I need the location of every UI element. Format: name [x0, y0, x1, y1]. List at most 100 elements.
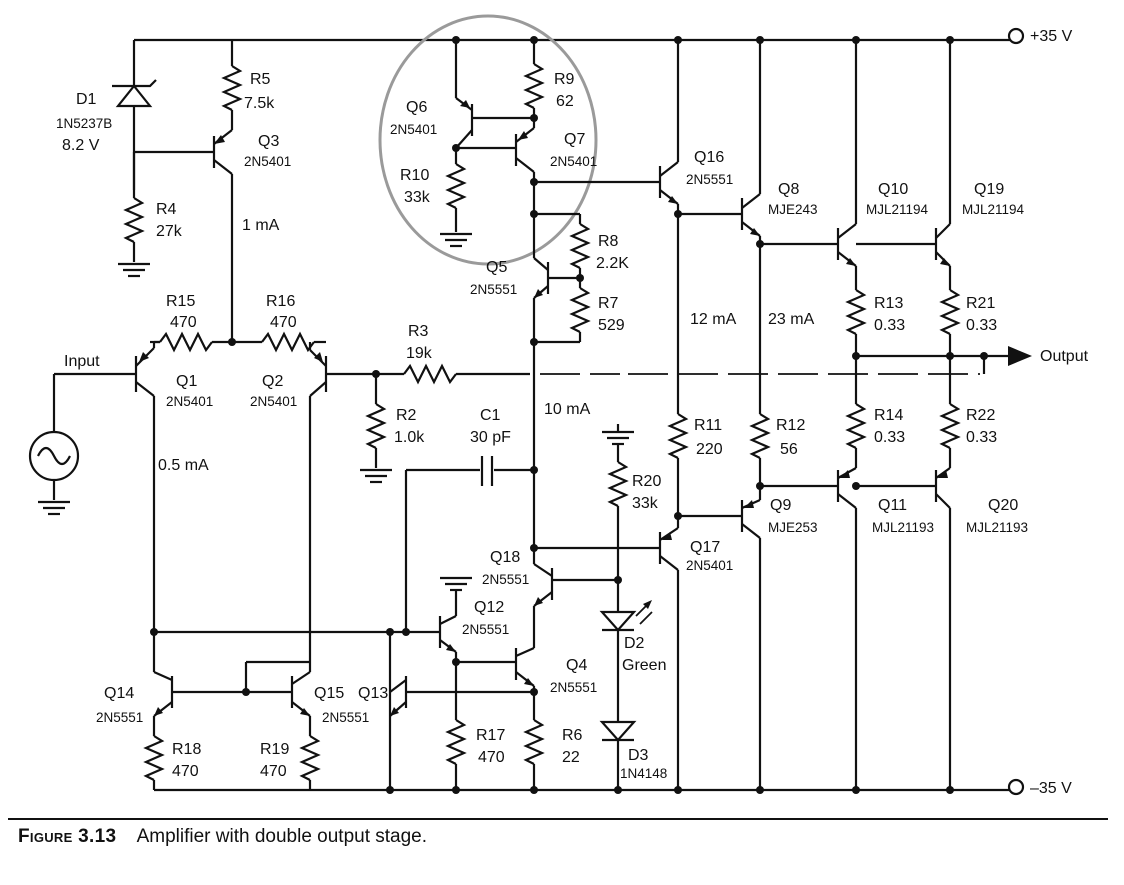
- q15-part: 2N5551: [322, 710, 369, 725]
- q14-part: 2N5551: [96, 710, 143, 725]
- q1-part: 2N5401: [166, 394, 213, 409]
- r22-ref: R22: [966, 407, 995, 424]
- ground-r4: [118, 262, 150, 278]
- resistor-r16: [261, 331, 326, 353]
- q7-part: 2N5401: [550, 154, 597, 169]
- figure-caption: Figure 3.13 Amplifier with double output…: [18, 826, 427, 848]
- r5-ref: R5: [250, 71, 271, 88]
- q16-current: 12 mA: [690, 311, 737, 328]
- q9-ref: Q9: [770, 497, 791, 514]
- q12-ref: Q12: [474, 599, 504, 616]
- q18-part: 2N5551: [482, 572, 529, 587]
- r11-value: 220: [696, 441, 723, 458]
- driver-lower: [530, 480, 764, 794]
- driver-upper: [658, 36, 838, 498]
- r18-ref: R18: [172, 741, 201, 758]
- r8-value: 2.2K: [596, 255, 629, 272]
- r19-value: 470: [260, 763, 287, 780]
- resistor-r4: [123, 152, 145, 262]
- capacitor-c1: [404, 456, 538, 632]
- q6-part: 2N5401: [390, 122, 437, 137]
- q5-ref: Q5: [486, 259, 507, 276]
- q2-ref: Q2: [262, 373, 283, 390]
- q14-ref: Q14: [104, 685, 134, 702]
- r20-value: 33k: [632, 495, 659, 512]
- q2-part: 2N5401: [250, 394, 297, 409]
- caption-rule: [8, 818, 1108, 820]
- r7-value: 529: [598, 317, 625, 334]
- output-label: Output: [1040, 348, 1089, 365]
- r12-value: 56: [780, 441, 798, 458]
- r18-value: 470: [172, 763, 199, 780]
- r2-ref: R2: [396, 407, 417, 424]
- r4-value: 27k: [156, 223, 183, 240]
- negative-rail: [154, 778, 1025, 796]
- r15-ref: R15: [166, 293, 195, 310]
- d3-ref: D3: [628, 747, 649, 764]
- q11-part: MJL21193: [872, 520, 934, 535]
- c1-ref: C1: [480, 407, 501, 424]
- q19-part: MJL21194: [962, 202, 1025, 217]
- d1-ref: D1: [76, 91, 97, 108]
- q16-part: 2N5551: [686, 172, 733, 187]
- r11-ref: R11: [694, 417, 722, 434]
- resistor-r2: [360, 374, 392, 484]
- output-lower: [760, 390, 961, 794]
- q10-part: MJL21194: [866, 202, 929, 217]
- q4-part: 2N5551: [550, 680, 597, 695]
- q3-current: 1 mA: [242, 217, 280, 234]
- current-mirror: [143, 628, 534, 794]
- figure-number: Figure 3.13: [18, 826, 117, 847]
- amplifier-schematic: +35 V –35 V D1 1N5237B 8.2 V R4 27k R5 7…: [28, 14, 1089, 797]
- output-node: [852, 346, 1032, 366]
- q16-ref: Q16: [694, 149, 724, 166]
- r16-ref: R16: [266, 293, 295, 310]
- positive-rail-label: +35 V: [1030, 28, 1073, 45]
- d1-part: 1N5237B: [56, 116, 112, 131]
- r14-value: 0.33: [874, 429, 905, 446]
- q20-part: MJL21193: [966, 520, 1028, 535]
- q6-ref: Q6: [406, 99, 427, 116]
- r4-ref: R4: [156, 201, 177, 218]
- d2-ref: D2: [624, 635, 645, 652]
- resistor-r15: [150, 331, 262, 353]
- q7-ref: Q7: [564, 131, 585, 148]
- input-label: Input: [64, 353, 100, 370]
- r14-ref: R14: [874, 407, 903, 424]
- led-bias: [552, 424, 653, 794]
- resistor-r3: [376, 356, 986, 385]
- negative-rail-label: –35 V: [1030, 780, 1072, 797]
- r21-ref: R21: [966, 295, 995, 312]
- q18-ref: Q18: [490, 549, 520, 566]
- q9-part: MJE253: [768, 520, 818, 535]
- positive-rail: [134, 27, 1025, 45]
- r6-value: 22: [562, 749, 580, 766]
- r15-value: 470: [170, 314, 197, 331]
- r17-ref: R17: [476, 727, 505, 744]
- q19-ref: Q19: [974, 181, 1004, 198]
- q8-current: 23 mA: [768, 311, 815, 328]
- r2-value: 1.0k: [394, 429, 425, 446]
- r10-ref: R10: [400, 167, 429, 184]
- highlight-circle: [378, 14, 598, 266]
- q17-ref: Q17: [690, 539, 720, 556]
- r17-value: 470: [478, 749, 505, 766]
- r20-ref: R20: [632, 473, 661, 490]
- r3-ref: R3: [408, 323, 429, 340]
- bias-spreader: [530, 178, 660, 548]
- r8-ref: R8: [598, 233, 619, 250]
- r19-ref: R19: [260, 741, 289, 758]
- q12-part: 2N5551: [462, 622, 509, 637]
- vas-current: 10 mA: [544, 401, 591, 418]
- r13-value: 0.33: [874, 317, 905, 334]
- q8-ref: Q8: [778, 181, 799, 198]
- q20-ref: Q20: [988, 497, 1018, 514]
- q11-ref: Q11: [878, 497, 907, 514]
- d3-part: 1N4148: [620, 766, 667, 781]
- resistor-r5: [221, 40, 243, 130]
- q1-ref: Q1: [176, 373, 197, 390]
- q8-part: MJE243: [768, 202, 818, 217]
- r6-ref: R6: [562, 727, 583, 744]
- r10-value: 33k: [404, 189, 431, 206]
- d2-value: Green: [622, 657, 666, 674]
